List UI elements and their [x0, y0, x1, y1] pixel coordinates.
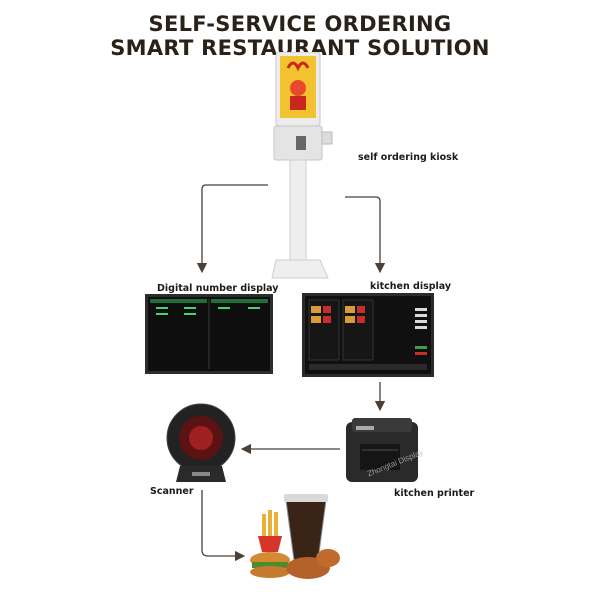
printer-icon: [346, 418, 418, 482]
scanner-icon: [166, 403, 236, 482]
arrow-scanner-to-food: [201, 490, 246, 562]
digital-display-icon: [145, 294, 273, 374]
food-icon: [250, 494, 340, 579]
arrow-kiosk-to-kitchen: [345, 196, 386, 274]
label-kitchen-display: kitchen display: [370, 281, 452, 292]
label-digital-display: Digital number display: [157, 283, 279, 294]
arrow-kiosk-to-digital: [196, 184, 268, 274]
kiosk-icon: [271, 52, 333, 279]
label-scanner: Scanner: [150, 486, 194, 497]
title-line-1: SELF-SERVICE ORDERING: [148, 12, 452, 36]
label-kiosk: self ordering kiosk: [358, 152, 459, 163]
kitchen-display-icon: [302, 293, 434, 377]
label-kitchen-printer: kitchen printer: [394, 488, 475, 499]
